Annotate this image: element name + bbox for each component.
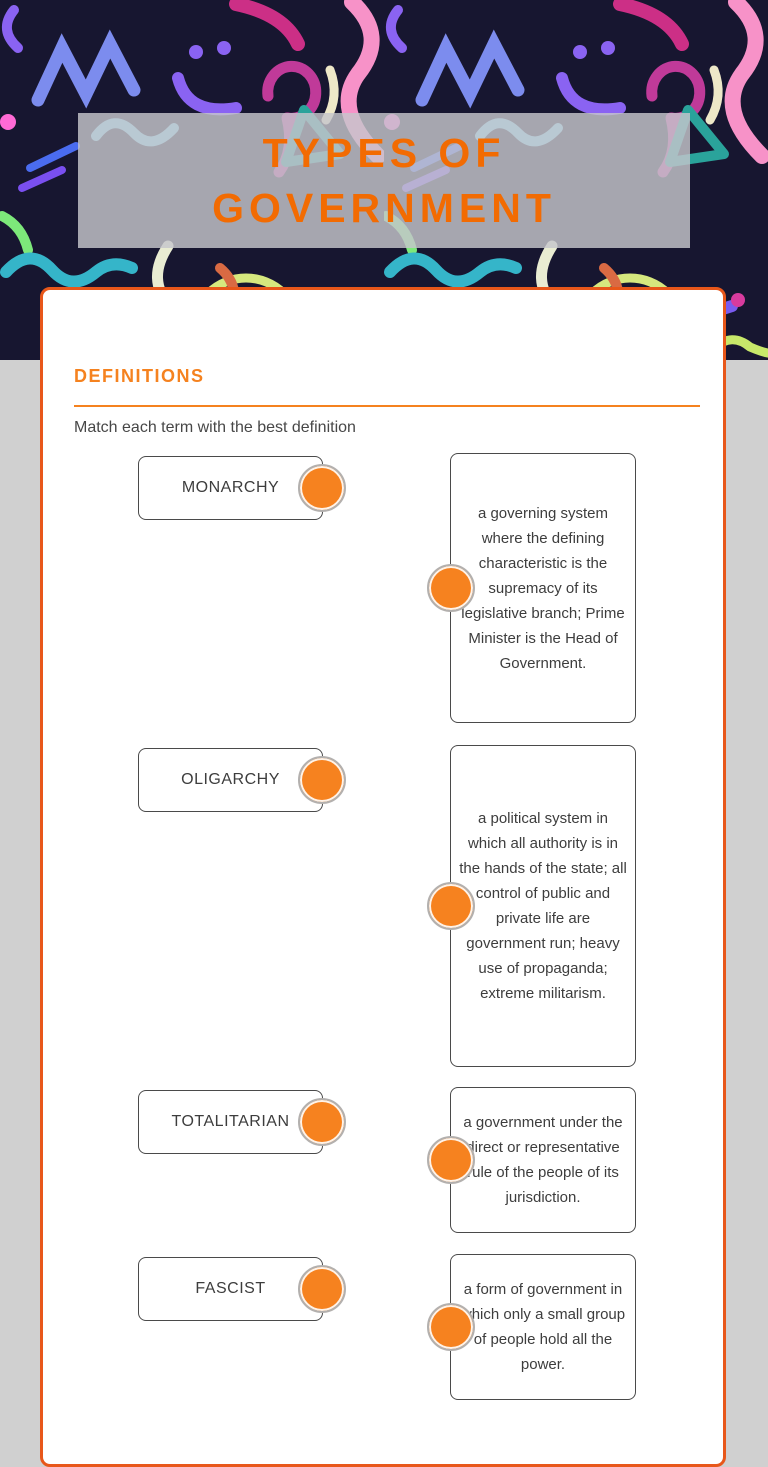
worksheet-title-line2: GOVERNMENT [212, 184, 556, 231]
worksheet-title-banner: TYPES OF GOVERNMENT [78, 113, 690, 248]
definition-box-2[interactable]: a political system in which all authorit… [427, 745, 636, 1067]
term-box-oligarchy[interactable]: OLIGARCHY [138, 748, 346, 812]
term-label: OLIGARCHY [181, 771, 280, 788]
definition-text: a political system in which all authorit… [459, 810, 627, 1002]
term-box-fascist[interactable]: FASCIST [138, 1257, 346, 1321]
definition-box-1[interactable]: a governing system where the defining ch… [427, 453, 636, 723]
term-label: TOTALITARIAN [171, 1113, 290, 1130]
section-divider [74, 405, 700, 407]
instruction-text: Match each term with the best definition [74, 419, 356, 436]
section-title: DEFINITIONS [74, 366, 205, 386]
matching-exercise: MONARCHY a governing system where the de… [43, 453, 729, 1463]
match-handle-definition-4[interactable] [427, 1303, 475, 1351]
match-handle-term-oligarchy[interactable] [298, 756, 346, 804]
term-box-monarchy[interactable]: MONARCHY [138, 456, 346, 520]
definition-box-3[interactable]: a government under the direct or represe… [427, 1087, 636, 1233]
definition-text: a governing system where the defining ch… [461, 504, 625, 672]
match-handle-definition-1[interactable] [427, 564, 475, 612]
worksheet-title-line1: TYPES OF [262, 129, 506, 176]
definition-text: a government under the direct or represe… [463, 1114, 623, 1206]
term-label: FASCIST [195, 1280, 266, 1297]
match-handle-term-totalitarian[interactable] [298, 1098, 346, 1146]
definition-box-4[interactable]: a form of government in which only a sma… [427, 1254, 636, 1400]
match-handle-term-fascist[interactable] [298, 1265, 346, 1313]
match-handle-definition-3[interactable] [427, 1136, 475, 1184]
term-label: MONARCHY [181, 479, 280, 496]
definition-text: a form of government in which only a sma… [460, 1281, 626, 1373]
term-box-totalitarian[interactable]: TOTALITARIAN [138, 1090, 346, 1154]
match-handle-definition-2[interactable] [427, 882, 475, 930]
match-handle-term-monarchy[interactable] [298, 464, 346, 512]
worksheet-card: DEFINITIONS Match each term with the bes… [40, 287, 726, 1467]
decorative-header: TYPES OF GOVERNMENT [0, 0, 768, 360]
